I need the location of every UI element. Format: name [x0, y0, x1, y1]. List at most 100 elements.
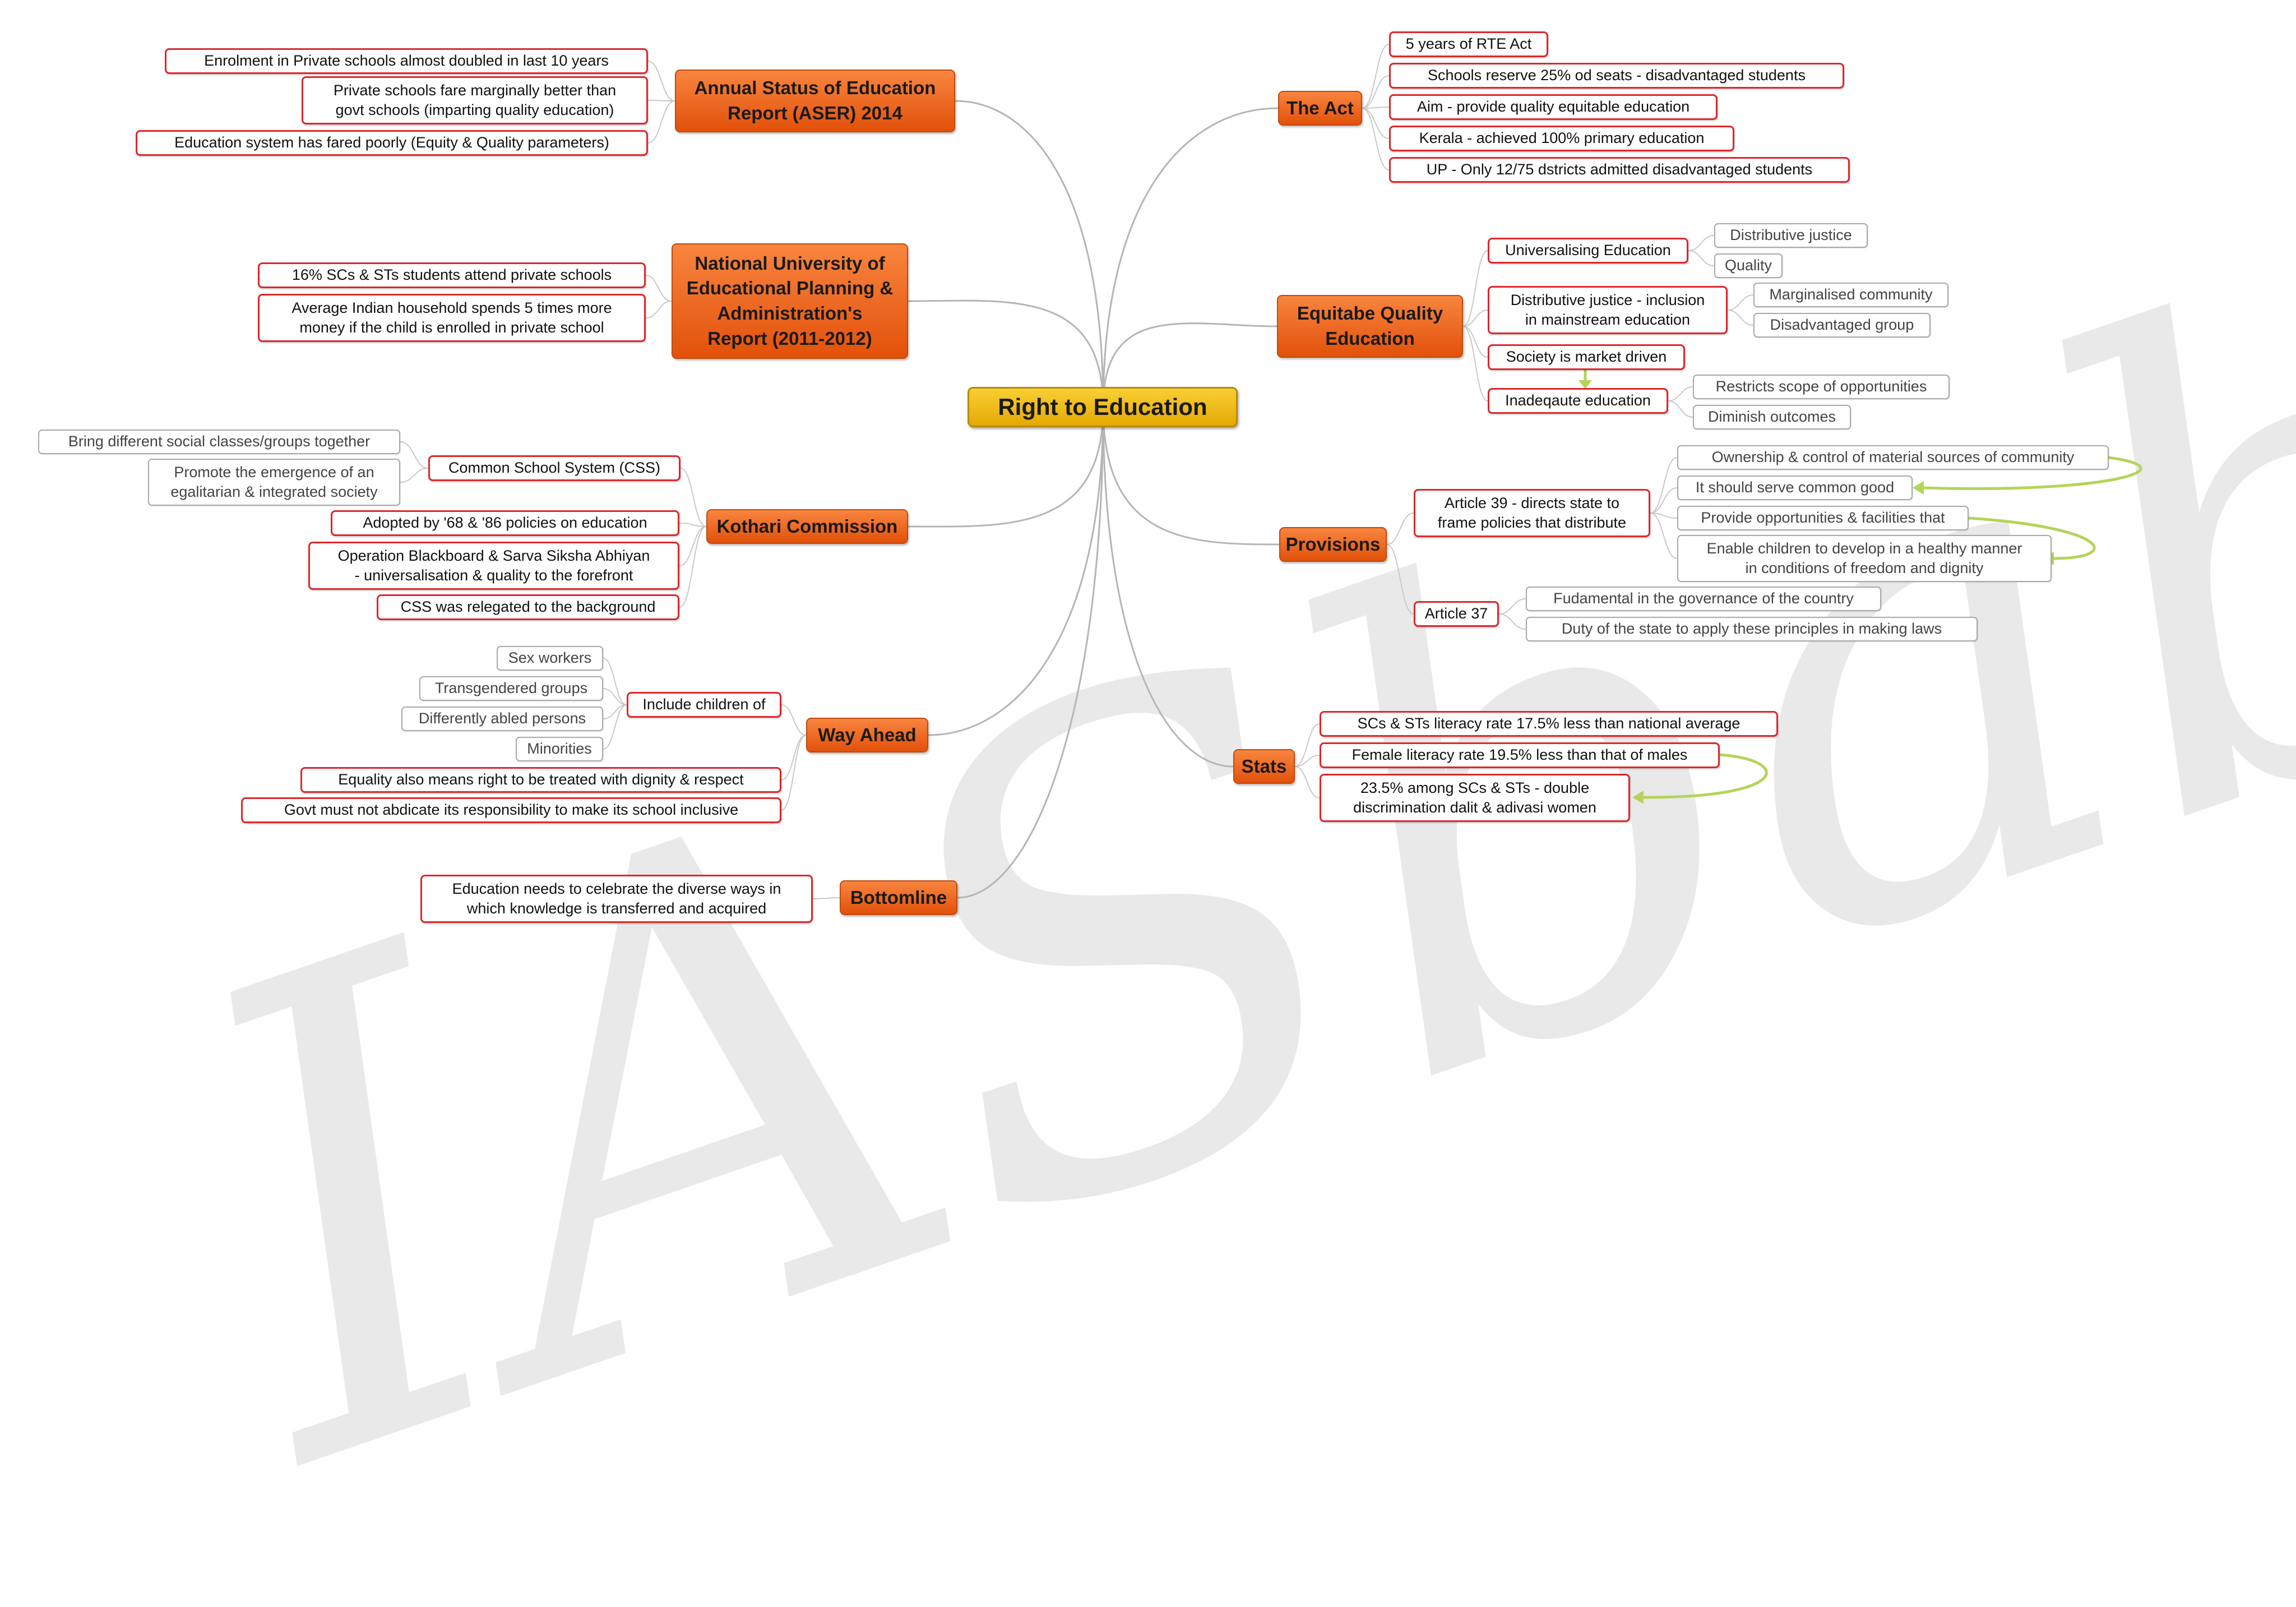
act-item-4-label: Kerala - achieved 100% primary education [1419, 130, 1705, 147]
topic-kothari-commission[interactable]: Kothari Commission [706, 509, 908, 544]
inadequate-item-2-label: Diminish outcomes [1707, 408, 1836, 426]
act-item-1-label: 5 years of RTE Act [1405, 35, 1532, 53]
inadequate-item-1-label: Restricts scope of opportunities [1715, 378, 1927, 395]
central-topic-label: Right to Education [998, 394, 1207, 420]
stats-item-2[interactable]: Female literacy rate 19.5% less than tha… [1320, 742, 1720, 768]
universalising-education[interactable]: Universalising Education [1488, 238, 1688, 264]
aser-item-2[interactable]: Private schools fare marginally better t… [302, 76, 648, 124]
way-ahead-item-2[interactable]: Govt must not abdicate its responsibilit… [241, 797, 781, 823]
act-item-3[interactable]: Aim - provide quality equitable educatio… [1389, 94, 1718, 120]
act-item-3-label: Aim - provide quality equitable educatio… [1417, 98, 1690, 116]
article-39-item-2[interactable]: It should serve common good [1677, 475, 1913, 500]
topic-nuepa[interactable]: National University of Educational Plann… [672, 243, 908, 359]
topic-the-act[interactable]: The Act [1278, 91, 1362, 126]
connector-root-kot [908, 407, 1104, 528]
society-market-driven[interactable]: Society is market driven [1488, 344, 1685, 370]
kothari-item-1-label: Adopted by '68 & '86 policies on educati… [363, 514, 647, 532]
connector-a391 [1650, 487, 1678, 514]
include-item-sex-workers[interactable]: Sex workers [497, 646, 603, 671]
aser-item-3-label: Education system has fared poorly (Equit… [174, 134, 609, 151]
connector-ina1 [1668, 400, 1693, 418]
include-children-of[interactable]: Include children of [627, 692, 781, 718]
stats-item-3[interactable]: 23.5% among SCs & STs - double discrimin… [1320, 774, 1630, 822]
connector-root-pro [1102, 407, 1280, 546]
connector-bot0 [812, 897, 840, 899]
connector-mkt [1462, 326, 1488, 358]
connector-root-act [1102, 107, 1279, 408]
topic-equitable-quality-education-label: Equitabe Quality Education [1297, 303, 1443, 349]
article-37[interactable]: Article 37 [1414, 601, 1499, 627]
css-item-1[interactable]: Bring different social classes/groups to… [38, 430, 400, 454]
aser-item-3[interactable]: Education system has fared poorly (Equit… [136, 130, 648, 156]
connector-a371 [1498, 613, 1526, 630]
act-item-2[interactable]: Schools reserve 25% od seats - disadvant… [1389, 63, 1844, 89]
distributive-item-2[interactable]: Disadvantaged group [1753, 313, 1931, 338]
article-39-item-4[interactable]: Enable children to develop in a healthy … [1677, 535, 2052, 582]
topic-provisions[interactable]: Provisions [1279, 527, 1387, 562]
common-school-system[interactable]: Common School System (CSS) [428, 455, 681, 481]
topic-stats[interactable]: Stats [1233, 749, 1295, 784]
connector-a370 [1498, 598, 1526, 615]
topic-equitable-quality-education[interactable]: Equitabe Quality Education [1277, 295, 1463, 358]
stats-item-2-label: Female literacy rate 19.5% less than tha… [1351, 746, 1688, 764]
article-39[interactable]: Article 39 - directs state to frame poli… [1414, 489, 1650, 537]
act-item-5-label: UP - Only 12/75 dstricts admitted disadv… [1426, 161, 1813, 178]
include-item-transgendered-groups-label: Transgendered groups [434, 680, 588, 697]
aser-item-2-label: Private schools fare marginally better t… [333, 81, 617, 118]
stats-item-1-label: SCs & STs literacy rate 17.5% less than … [1357, 715, 1740, 732]
bottomline-item-1-label: Education needs to celebrate the diverse… [452, 880, 781, 917]
topic-way-ahead[interactable]: Way Ahead [806, 718, 928, 752]
connector-act1 [1362, 75, 1390, 109]
connector-act3 [1362, 108, 1390, 139]
css-item-1-label: Bring different social classes/groups to… [68, 433, 371, 450]
topic-bottomline[interactable]: Bottomline [840, 880, 957, 915]
connector-a39 [1386, 512, 1414, 545]
article-39-label: Article 39 - directs state to frame poli… [1437, 494, 1627, 531]
inadequate-item-2[interactable]: Diminish outcomes [1693, 405, 1851, 430]
way-ahead-item-2-label: Govt must not abdicate its responsibilit… [284, 801, 739, 819]
topic-the-act-label: The Act [1286, 97, 1354, 118]
nuepa-item-1[interactable]: 16% SCs & STs students attend private sc… [258, 262, 646, 288]
css-item-2[interactable]: Promote the emergence of an egalitarian … [148, 459, 400, 506]
universalising-item-1[interactable]: Distributive justice [1714, 223, 1868, 248]
connector-root-nuepa [908, 299, 1104, 408]
stats-item-1[interactable]: SCs & STs literacy rate 17.5% less than … [1320, 711, 1778, 737]
society-market-driven-label: Society is market driven [1506, 348, 1667, 366]
article-39-item-2-label: It should serve common good [1695, 479, 1895, 496]
central-topic[interactable]: Right to Education [968, 387, 1238, 427]
topic-kothari-commission-label: Kothari Commission [716, 515, 898, 537]
distributive-justice[interactable]: Distributive justice - inclusion in main… [1488, 286, 1728, 334]
nuepa-item-2[interactable]: Average Indian household spends 5 times … [258, 294, 646, 342]
kothari-item-3[interactable]: CSS was relegated to the background [377, 594, 679, 620]
kothari-item-2[interactable]: Operation Blackboard & Sarva Siksha Abhi… [308, 542, 679, 590]
topic-way-ahead-label: Way Ahead [818, 724, 916, 745]
connector-uni1 [1688, 250, 1715, 266]
include-item-differently-abled[interactable]: Differently abled persons [401, 706, 603, 731]
article-37-item-2[interactable]: Duty of the state to apply these princip… [1526, 617, 1978, 641]
connector-a390 [1650, 457, 1678, 514]
connector-root-sta [1102, 407, 1234, 768]
article-39-item-1[interactable]: Ownership & control of material sources … [1677, 445, 2109, 470]
act-item-5[interactable]: UP - Only 12/75 dstricts admitted disadv… [1389, 157, 1850, 183]
bottomline-item-1[interactable]: Education needs to celebrate the diverse… [420, 875, 813, 923]
inadequate-item-1[interactable]: Restricts scope of opportunities [1693, 375, 1950, 399]
arrow-female-to-dalit [1642, 753, 1768, 799]
distributive-item-1[interactable]: Marginalised community [1753, 283, 1948, 307]
aser-item-1[interactable]: Enrolment in Private schools almost doub… [165, 48, 648, 74]
connector-css1 [400, 468, 429, 483]
include-item-minorities[interactable]: Minorities [516, 737, 603, 761]
inadequate-education[interactable]: Inadeqaute education [1488, 388, 1668, 414]
connector-root-eq [1102, 322, 1277, 408]
universalising-item-2[interactable]: Quality [1714, 253, 1783, 278]
connector-dis0 [1727, 294, 1754, 311]
act-item-4[interactable]: Kerala - achieved 100% primary education [1389, 126, 1734, 151]
kothari-item-1[interactable]: Adopted by '68 & '86 policies on educati… [331, 510, 679, 536]
connector-kot1 [679, 526, 707, 566]
act-item-1[interactable]: 5 years of RTE Act [1389, 31, 1548, 57]
way-ahead-item-1[interactable]: Equality also means right to be treated … [300, 767, 781, 793]
article-37-item-1[interactable]: Fudamental in the governance of the coun… [1526, 587, 1881, 611]
connector-nu1 [645, 301, 672, 318]
topic-aser[interactable]: Annual Status of Education Report (ASER)… [675, 70, 955, 132]
include-item-transgendered-groups[interactable]: Transgendered groups [419, 676, 603, 701]
article-39-item-3[interactable]: Provide opportunities & facilities that [1677, 506, 1969, 530]
